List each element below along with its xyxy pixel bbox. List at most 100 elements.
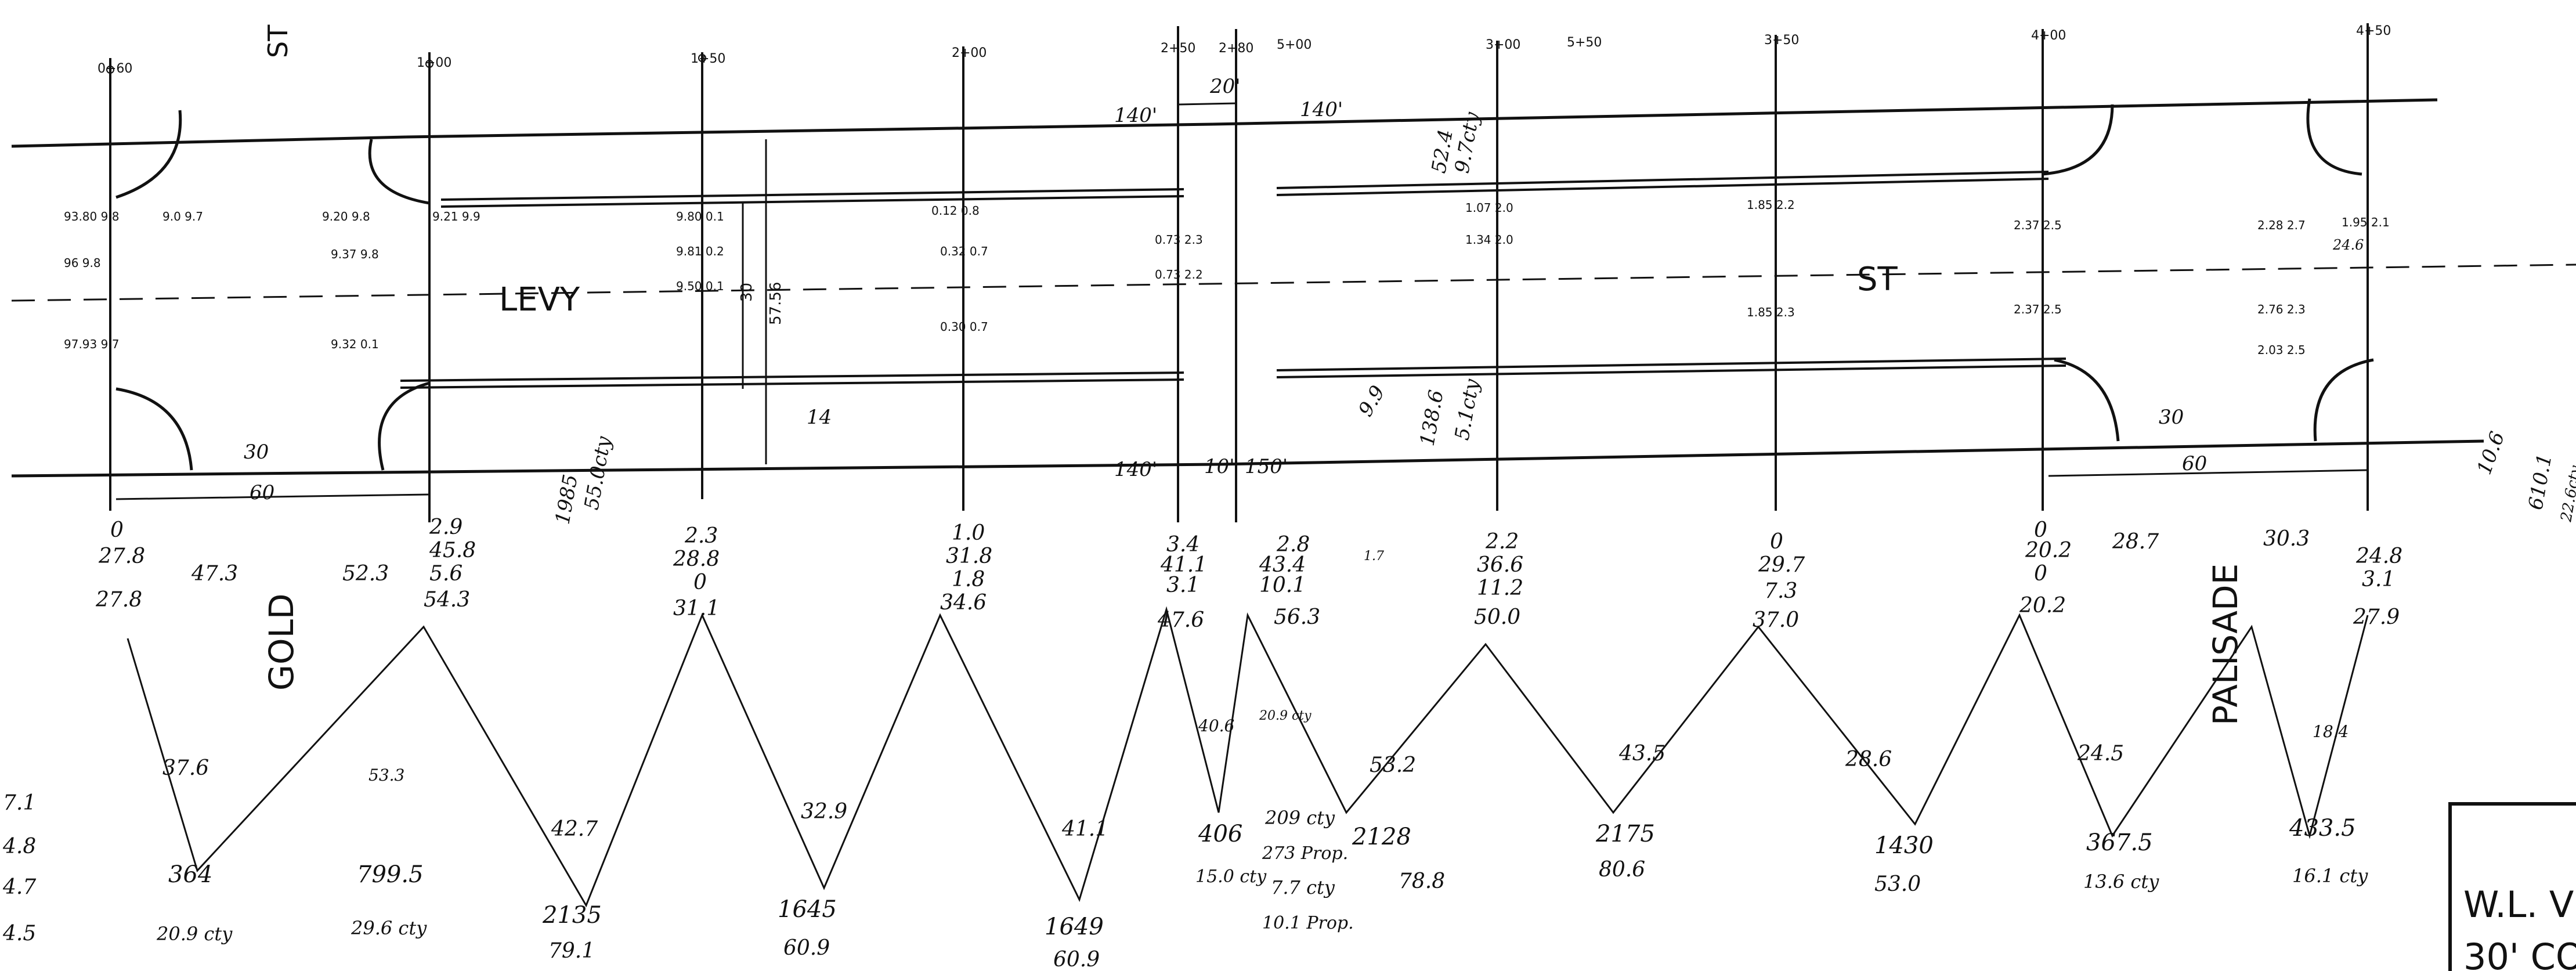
- stack-b: 28.8: [673, 547, 720, 571]
- zig-label: 40.6: [1198, 716, 1234, 735]
- grid-cell: 93.80 9.8: [64, 210, 119, 223]
- street-top-st: ST: [262, 24, 294, 58]
- zig-label: 42.7: [551, 817, 598, 841]
- dim-label: 140': [1300, 98, 1343, 121]
- margin-value: 4.7: [2, 875, 36, 899]
- bottom-sub: 79.1: [548, 939, 595, 963]
- margin-value: 7.1: [3, 791, 36, 815]
- stack-c: 1.8: [952, 568, 985, 591]
- stack-d: 37.0: [1753, 608, 1799, 632]
- stack-d: 56.3: [1274, 605, 1320, 629]
- bottom-extra: 10.1 Prop.: [1262, 913, 1354, 933]
- station-label: 2+50: [1161, 41, 1195, 56]
- curb-top-left-b: [440, 188, 1184, 201]
- stack-a: 2.8: [1276, 533, 1310, 557]
- stack-c: 3.1: [2362, 568, 2395, 591]
- grid-cell: 2.76 2.3: [2257, 302, 2306, 316]
- street-palisade: PALISADE: [2206, 564, 2245, 725]
- stack-c: 5.6: [429, 562, 463, 586]
- stack-d: 54.3: [424, 588, 470, 612]
- zig-label: 43.5: [1618, 742, 1665, 766]
- note: 10.6: [2473, 428, 2509, 478]
- stack-7: 2.2 36.6 11.2 50.0: [1474, 530, 1523, 629]
- station-label: 1+50: [691, 52, 725, 66]
- street-levy: LEVY: [499, 281, 580, 319]
- bottom-value: 433.5: [2289, 815, 2356, 842]
- stack-d: 50.0: [1474, 605, 1520, 629]
- road-top-edge-3: [1212, 98, 2438, 126]
- stack-a: 2.3: [684, 524, 718, 548]
- zigzag-labels: 37.6 53.3 42.7 32.9 41.1 40.6 20.9 cty 5…: [162, 709, 2349, 841]
- dim-label: 57.56: [767, 282, 785, 325]
- station-label: 2+00: [952, 46, 987, 60]
- bottom-sub: 60.9: [1053, 948, 1100, 971]
- notes: 55.0cty 1985 9.7cty 52.4 138.6 5.1cty 9.…: [551, 110, 2576, 526]
- curb-top-left: [440, 195, 1184, 208]
- bottom-sub: 80.6: [1599, 858, 1645, 882]
- bottom-sub: 16.1 cty: [2292, 865, 2368, 887]
- zig-label: 53.2: [1370, 753, 1416, 777]
- stack-d: 47.6: [1157, 608, 1204, 632]
- stack-d: 31.1: [673, 597, 720, 620]
- title-line-1: W.L. V: [2463, 883, 2574, 926]
- grid-cell: 2.28 2.7: [2257, 218, 2306, 232]
- dim-label: 140': [1114, 458, 1157, 481]
- curb-bottom-right-b: [1276, 358, 2066, 371]
- stack-b: 43.4: [1259, 553, 1306, 577]
- stack-c: 7.3: [1764, 579, 1797, 603]
- station-label: 3+50: [1764, 33, 1799, 48]
- road-top-edge: [11, 135, 407, 148]
- station-label: 1+00: [417, 56, 451, 70]
- dim-label: 150': [1245, 455, 1288, 478]
- station-mark: [106, 66, 114, 74]
- dim-20: [1177, 102, 1237, 106]
- stack-side: 47.3: [191, 562, 238, 586]
- stack-c: 0: [693, 571, 707, 594]
- grid-cell: 1.95 2.1: [2342, 215, 2390, 229]
- centerline: [11, 263, 2576, 302]
- bottom-group: 799.529.6 cty: [351, 861, 427, 939]
- grid-cell: 0.12 0.8: [931, 204, 980, 218]
- dim-label: 30: [2159, 406, 2184, 429]
- dimension-labels: 140' 140' 20' 140' 150' 30 60 30 60 14 1…: [244, 75, 2207, 504]
- station-label: 3+00: [1486, 38, 1520, 52]
- note: 24.6: [2332, 237, 2364, 253]
- grid-cell: 1.34 2.0: [1465, 233, 1513, 247]
- bottom-sub: 7.7 cty: [1271, 876, 1335, 898]
- zigzag: [127, 606, 2369, 908]
- stack-1: 0 27.8 27.8 47.3: [95, 518, 238, 612]
- stack-b: 20.2: [2025, 539, 2072, 562]
- stack-b: 29.7: [1758, 553, 1805, 577]
- stack-2: 2.9 45.8 5.6 54.3 52.3: [342, 515, 476, 612]
- station-label: 4+00: [2031, 28, 2066, 43]
- bottom-group: 367.513.6 cty: [2083, 829, 2159, 893]
- stack-a: 2.2: [1485, 530, 1519, 554]
- grid-cell: 9.37 9.8: [331, 247, 379, 261]
- stack-side: 28.7: [2112, 530, 2159, 554]
- curb-return-nw-left: [115, 110, 182, 199]
- zig-label: 32.9: [801, 800, 847, 824]
- bottom-value: 367.5: [2086, 829, 2153, 856]
- bottom-sub: 53.0: [1874, 872, 1921, 896]
- street-gold: GOLD: [262, 593, 301, 691]
- dim-label: 140': [1114, 104, 1157, 127]
- grid-cell: 0.73 2.3: [1155, 233, 1203, 247]
- dim-60-right: [2048, 469, 2368, 477]
- dim-label: 30: [244, 441, 269, 464]
- curb-lines: [400, 171, 2066, 389]
- curb-return-right-top: [2042, 104, 2114, 176]
- stack-a: 2.9: [429, 515, 463, 539]
- station-label: 2+80: [1219, 41, 1253, 56]
- station-mark: [698, 54, 706, 62]
- dim-label: 10': [1204, 455, 1235, 478]
- stack-b: 45.8: [429, 539, 476, 562]
- bottom-value: 2128: [1352, 824, 1411, 850]
- grid-cell: 9.0 9.7: [162, 210, 203, 223]
- stack-side: 52.3: [342, 562, 389, 586]
